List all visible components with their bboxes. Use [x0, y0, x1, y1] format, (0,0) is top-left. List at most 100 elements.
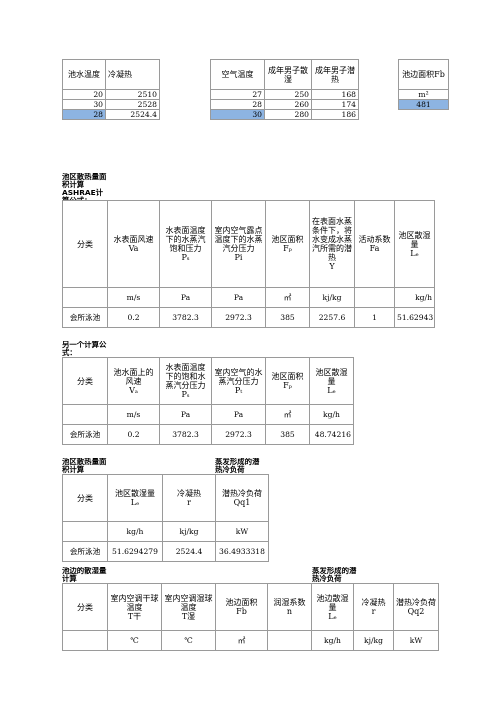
unit-cell[interactable]: m² [398, 89, 449, 100]
unit-cell[interactable]: ℃ [161, 630, 216, 651]
unit-cell[interactable]: ㎡ [265, 404, 310, 425]
cell[interactable]: 250 [264, 89, 312, 100]
cell[interactable]: 51.6294279 [107, 541, 163, 562]
section1-heading: 池区散热量面积计算ASHRAE计算公式： [62, 173, 107, 201]
cell[interactable]: 1 [354, 307, 395, 328]
cell[interactable]: 27 [210, 89, 265, 100]
cell[interactable]: 48.74216 [309, 424, 354, 445]
header-category: 分类 [62, 357, 108, 405]
cell[interactable]: 168 [311, 89, 359, 100]
cell[interactable]: 2972.3 [211, 307, 266, 328]
unit-cell[interactable] [62, 404, 108, 425]
unit-cell[interactable]: m/s [107, 404, 160, 425]
cell[interactable]: 3782.3 [159, 424, 212, 445]
air-temp-table: 空气温度 成年男子散湿 成年男子潜热 27 250 168 28 260 174… [210, 59, 359, 120]
unit-cell[interactable]: Pa [159, 404, 212, 425]
header-adult-male-latent-heat: 成年男子潜热 [311, 59, 359, 90]
unit-cell[interactable]: kj/kg [353, 630, 394, 651]
section4-heading-right: 蒸发形成的潜热冷负荷 [312, 567, 357, 583]
header-category: 分类 [62, 200, 108, 288]
cell[interactable]: 3782.3 [159, 307, 212, 328]
cell[interactable]: 260 [264, 99, 312, 110]
pool-water-temp-table: 池水温度 冷凝热 20 2510 30 2528 28 2524.4 [62, 59, 160, 120]
cell[interactable]: 174 [311, 99, 359, 110]
cell[interactable]: 2524.4 [162, 541, 216, 562]
unit-cell[interactable]: Pa [211, 287, 266, 308]
cell-selected[interactable]: 28 [62, 109, 106, 120]
unit-cell[interactable] [62, 630, 108, 651]
header-condensation-heat: 冷凝热 [105, 59, 160, 90]
cell[interactable]: 0.2 [107, 307, 160, 328]
category-cell[interactable]: 会所泳池 [62, 424, 108, 445]
cell-selected[interactable]: 30 [210, 109, 265, 120]
header-category: 分类 [62, 583, 108, 631]
cell[interactable]: 51.62943 [394, 307, 435, 328]
header-pool-edge-area: 池边面积Fb [398, 59, 449, 90]
cell[interactable]: 28 [210, 99, 265, 110]
unit-cell[interactable]: ℃ [107, 630, 162, 651]
unit-cell[interactable]: m/s [107, 287, 160, 308]
unit-cell[interactable]: ㎡ [215, 630, 268, 651]
unit-cell[interactable] [62, 287, 108, 308]
section2-heading: 另一个计算公式： [62, 341, 107, 357]
cell[interactable]: 280 [264, 109, 312, 120]
unit-cell[interactable]: kW [215, 521, 269, 542]
cell[interactable]: 0.2 [107, 424, 160, 445]
cell[interactable]: 2524.4 [105, 109, 160, 120]
unit-cell[interactable] [62, 521, 108, 542]
unit-cell[interactable]: Pa [211, 404, 266, 425]
unit-cell[interactable]: ㎡ [265, 287, 310, 308]
cell[interactable]: 385 [265, 307, 310, 328]
category-cell[interactable]: 会所泳池 [62, 541, 108, 562]
header-air-temp: 空气温度 [210, 59, 265, 90]
unit-cell[interactable]: kj/kg [162, 521, 216, 542]
cell[interactable]: 385 [265, 424, 310, 445]
cell[interactable]: 36.4933318 [215, 541, 269, 562]
unit-cell[interactable]: kg/h [309, 404, 354, 425]
cell-selected[interactable]: 481 [398, 99, 449, 110]
cell[interactable]: 186 [311, 109, 359, 120]
cell[interactable]: 20 [62, 89, 106, 100]
header-category: 分类 [62, 474, 108, 522]
unit-cell[interactable]: kg/h [107, 521, 163, 542]
cell[interactable]: 2972.3 [211, 424, 266, 445]
section3-heading-left: 池区散热量面积计算 [62, 458, 107, 474]
unit-cell[interactable]: kg/h [311, 630, 354, 651]
unit-cell[interactable]: kg/h [394, 287, 435, 308]
header-adult-male-moisture: 成年男子散湿 [264, 59, 312, 90]
category-cell[interactable]: 会所泳池 [62, 307, 108, 328]
unit-cell[interactable]: kj/kg [309, 287, 355, 308]
unit-cell[interactable] [267, 630, 312, 651]
unit-cell[interactable] [354, 287, 395, 308]
section3-heading-right: 蒸发形成的潜热冷负荷 [215, 458, 260, 474]
pool-area-table: 池边面积Fb m² 481 [398, 59, 449, 110]
cell[interactable]: 30 [62, 99, 106, 110]
unit-cell[interactable]: kW [393, 630, 439, 651]
unit-cell[interactable]: Pa [159, 287, 212, 308]
cell[interactable]: 2510 [105, 89, 160, 100]
cell[interactable]: 2528 [105, 99, 160, 110]
cell[interactable]: 2257.6 [309, 307, 355, 328]
